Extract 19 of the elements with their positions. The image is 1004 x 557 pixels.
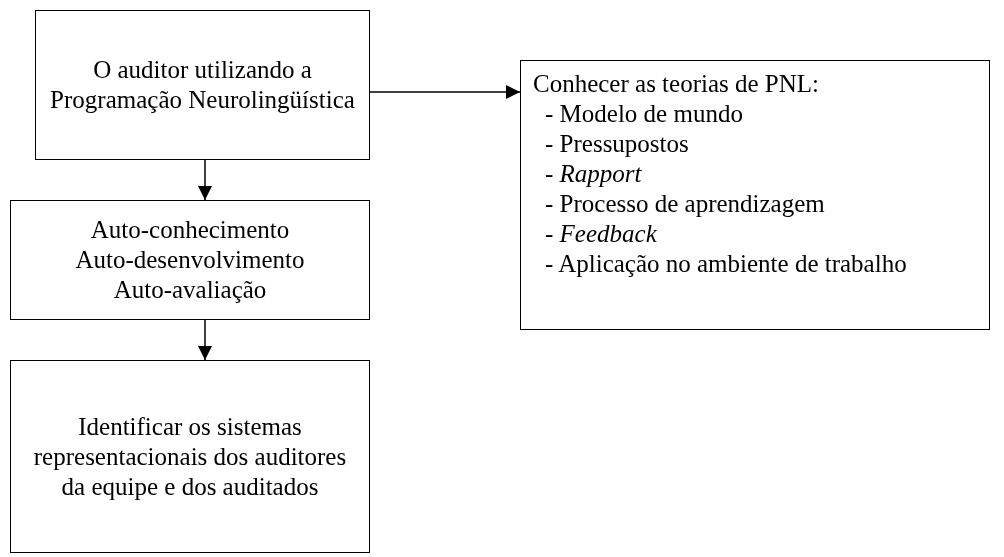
arrow — [369, 85, 521, 99]
box-text: Auto-conhecimento — [90, 215, 290, 245]
box-heading: Conhecer as teorias de PNL: — [533, 69, 821, 99]
process-box — [10, 360, 370, 553]
box-text: Auto-avaliação — [113, 275, 267, 305]
box-text: Auto-desenvolvimento — [75, 245, 305, 275]
process-box — [10, 200, 370, 320]
list-item: - Modelo de mundo — [544, 99, 744, 129]
list-item: - Rapport — [544, 159, 643, 189]
arrow — [198, 319, 212, 361]
list-item: - Feedback — [544, 219, 658, 249]
list-item: - Aplicação no ambiente de trabalho — [544, 249, 908, 279]
list-item: - Pressupostos — [544, 129, 690, 159]
box-text: O auditor utilizando a Programação Neurolingüística — [49, 55, 356, 115]
box-text: Identificar os sistemas representacionais dos auditores da equipe e dos auditados — [32, 411, 348, 502]
arrow — [198, 159, 212, 201]
list-item: - Processo de aprendizagem — [544, 189, 826, 219]
process-box — [35, 10, 370, 160]
process-box — [520, 60, 990, 330]
